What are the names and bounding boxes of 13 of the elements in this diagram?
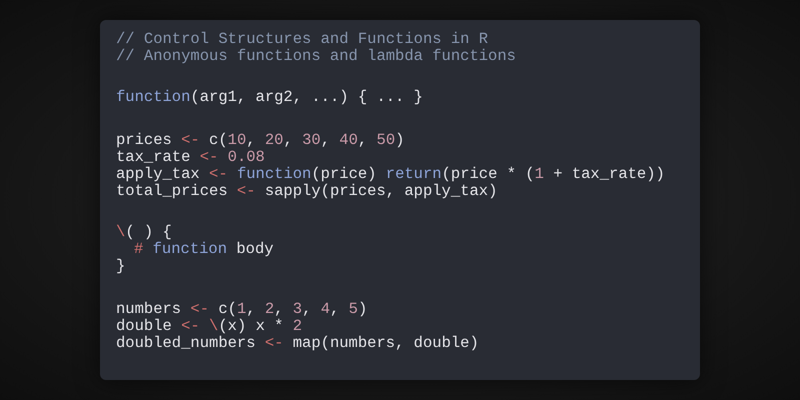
code-line: # function body	[134, 240, 274, 258]
code-comment: // Control Structures and Functions in R	[116, 30, 488, 48]
code-line: function(arg1, arg2, ...) { ... }	[116, 88, 423, 106]
code-line: tax_rate <- 0.08	[116, 148, 265, 166]
code-line: \( ) {	[116, 223, 172, 241]
code-line: }	[116, 257, 126, 275]
code-line: total_prices <- sapply(prices, apply_tax)	[116, 182, 498, 200]
code-line: numbers <- c(1, 2, 3, 4, 5)	[116, 300, 368, 318]
code-line: double <- \(x) x * 2	[116, 317, 302, 335]
code-line: doubled_numbers <- map(numbers, double)	[116, 334, 479, 352]
code-line: apply_tax <- function(price) return(price * (1 + tax_rate))	[116, 165, 665, 183]
code-line: prices <- c(10, 20, 30, 40, 50)	[116, 131, 404, 149]
code-comment: // Anonymous functions and lambda functions	[116, 47, 516, 65]
